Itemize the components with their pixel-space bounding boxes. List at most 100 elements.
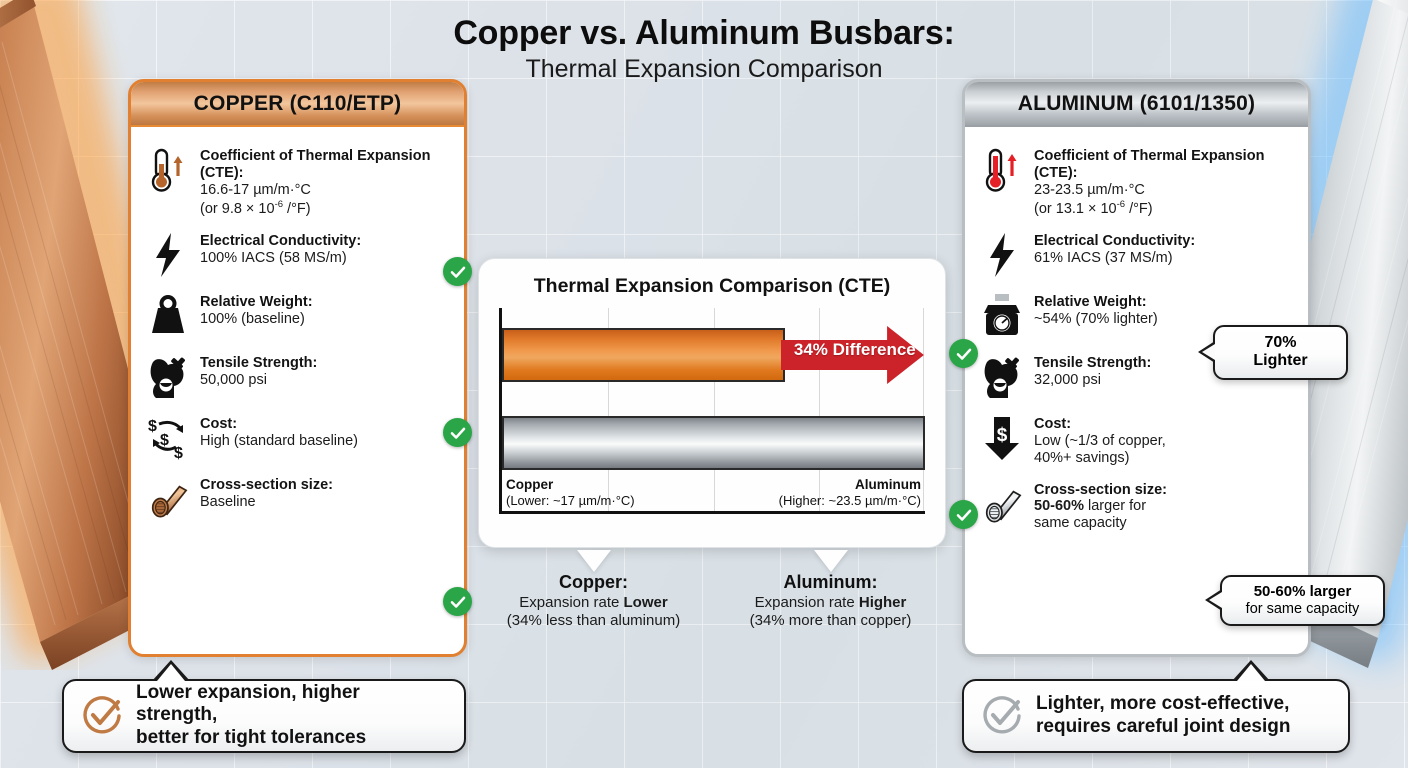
- bubble-line2: Lighter: [1253, 352, 1308, 370]
- spec-value-line1: Baseline: [200, 493, 256, 510]
- gridline: [607, 308, 609, 511]
- axis-label-name: Copper: [506, 477, 554, 493]
- axis-label-detail: (Higher: ~23.5 µm/m·°C): [778, 493, 921, 509]
- spec-label: Relative Weight:: [1034, 293, 1147, 310]
- spec-text: Tensile Strength: 50,000 psi: [200, 353, 317, 389]
- subcallout-line1: Expansion rate Higher: [754, 593, 907, 611]
- check-badge-cross-section: [443, 587, 472, 616]
- gridline: [923, 308, 925, 511]
- chart-subcallout-aluminum: Aluminum: Expansion rate Higher (34% mor…: [718, 550, 943, 631]
- bubble-line1: 70%: [1264, 334, 1297, 351]
- spec-value-line1: 32,000 psi: [1034, 371, 1101, 388]
- spec-label: Electrical Conductivity:: [1034, 232, 1196, 249]
- spec-row-cross-section: Cross-section size: 50-60% larger for sa…: [981, 475, 1294, 539]
- chart-subcallout-copper: Copper: Expansion rate Lower (34% less t…: [486, 550, 701, 631]
- subcallout-line2: (34% less than aluminum): [506, 612, 681, 630]
- subcallout-line1: Expansion rate Lower: [519, 593, 668, 611]
- bubble-line1: 50-60% larger: [1253, 583, 1352, 600]
- chart-axis-label-aluminum: Aluminum (Higher: ~23.5 µm/m·°C): [779, 477, 921, 509]
- bubble-line2: for same capacity: [1245, 600, 1360, 617]
- lightning-bolt-icon: [981, 231, 1023, 279]
- spec-value-line1: 100% IACS (58 MS/m): [200, 249, 347, 266]
- spec-label: Electrical Conductivity:: [200, 232, 362, 249]
- spec-row-tensile: Tensile Strength: 32,000 psi: [981, 348, 1294, 407]
- spec-value-line1: 50,000 psi: [200, 371, 267, 388]
- title-subtitle: Thermal Expansion Comparison: [525, 55, 883, 83]
- copper-rod-icon: [147, 475, 189, 523]
- check-badge-tensile: [443, 418, 472, 447]
- copper-panel: COPPER (C110/ETP) Coefficient of Thermal…: [128, 79, 467, 657]
- banner-notch: [1232, 660, 1270, 681]
- muscle-arm-icon: [981, 353, 1023, 401]
- spec-text: Cost: Low (~1/3 of copper, 40%+ savings): [1034, 414, 1166, 467]
- spec-label: Cost:: [1034, 415, 1072, 432]
- check-badge-cost: [949, 500, 978, 529]
- spec-row-conductivity: Electrical Conductivity: 100% IACS (58 M…: [147, 226, 450, 285]
- spec-value-line2: (or 13.1 × 10-6 /°F): [1034, 198, 1153, 217]
- gridline: [713, 308, 715, 511]
- axis-label-detail: (Lower: ~17 µm/m·°C): [506, 493, 635, 509]
- copper-panel-header: COPPER (C110/ETP): [131, 82, 464, 127]
- muscle-arm-icon: [147, 353, 189, 401]
- spec-value-line1: Low (~1/3 of copper,: [1034, 432, 1166, 449]
- difference-arrow: [781, 324, 925, 386]
- title-main: Copper vs. Aluminum Busbars:: [453, 14, 955, 52]
- copper-panel-body: Coefficient of Thermal Expansion (CTE): …: [131, 127, 464, 537]
- spec-row-weight: Relative Weight: 100% (baseline): [147, 287, 450, 346]
- spec-text: Coefficient of Thermal Expansion (CTE): …: [1034, 146, 1294, 218]
- banner-notch: [152, 660, 190, 681]
- spec-value-line1: High (standard baseline): [200, 432, 358, 449]
- callout-bubble-weight: 70% Lighter: [1198, 325, 1348, 380]
- spec-value-line1: ~54% (70% lighter): [1034, 310, 1158, 327]
- thermometer-icon: [147, 146, 189, 194]
- spec-label: Cross-section size:: [200, 476, 333, 493]
- spec-text: Cross-section size: 50-60% larger for sa…: [1034, 480, 1167, 533]
- spec-text: Tensile Strength: 32,000 psi: [1034, 353, 1151, 389]
- bubble-tail: [1198, 341, 1215, 364]
- callout-bubble-size: 50-60% larger for same capacity: [1205, 575, 1385, 626]
- banner-line1: Lower expansion, higher strength,: [136, 681, 360, 726]
- chart-axis-label-copper: Copper (Lower: ~17 µm/m·°C): [506, 477, 635, 509]
- aluminum-panel-header: ALUMINUM (6101/1350): [965, 82, 1308, 127]
- cost-down-arrow-icon: $: [981, 414, 1023, 462]
- spec-text: Electrical Conductivity: 61% IACS (37 MS…: [1034, 231, 1195, 267]
- check-badge-weight: [949, 339, 978, 368]
- spec-text: Coefficient of Thermal Expansion (CTE): …: [200, 146, 450, 218]
- circle-check-icon: [982, 695, 1022, 736]
- money-exchange-icon: $ $ $: [147, 414, 189, 462]
- banner-line2: better for tight tolerances: [136, 726, 367, 748]
- spec-value-line1: 16.6-17 µm/m·°C: [200, 181, 311, 198]
- banner-line2: requires careful joint design: [1036, 715, 1291, 737]
- spec-value-line1: 50-60% larger for: [1034, 498, 1147, 515]
- spec-row-weight: Relative Weight: ~54% (70% lighter): [981, 287, 1294, 346]
- kitchen-scale-icon: [981, 292, 1023, 340]
- subcallout-name: Aluminum:: [783, 572, 878, 592]
- spec-text: Cost: High (standard baseline): [200, 414, 358, 450]
- chart-bar-aluminum: [502, 416, 925, 470]
- banner-text: Lower expansion, higher strength, better…: [136, 682, 446, 749]
- spec-row-cte: Coefficient of Thermal Expansion (CTE): …: [981, 141, 1294, 224]
- chart-bar-copper: [502, 328, 786, 382]
- check-badge-conductivity: [443, 257, 472, 286]
- spec-label: Cost:: [200, 415, 238, 432]
- bubble-tail: [1205, 589, 1222, 612]
- spec-value-line1: 23-23.5 µm/m·°C: [1034, 181, 1145, 198]
- spec-text: Electrical Conductivity: 100% IACS (58 M…: [200, 231, 361, 267]
- difference-arrow-label: 34% Difference: [793, 340, 916, 359]
- axis-label-name: Aluminum: [855, 477, 921, 493]
- spec-label: Coefficient of Thermal Expansion (CTE):: [1034, 148, 1265, 181]
- svg-text:$: $: [997, 425, 1008, 446]
- callout-notch: [813, 550, 848, 572]
- subcallout-name: Copper:: [559, 572, 628, 592]
- banner-line1: Lighter, more cost-effective,: [1036, 693, 1290, 715]
- banner-text: Lighter, more cost-effective, requires c…: [1036, 693, 1290, 738]
- spec-text: Cross-section size: Baseline: [200, 475, 333, 511]
- spec-row-cost: $ Cost: Low (~1/3 of copper, 40%+ saving…: [981, 409, 1294, 473]
- lightning-bolt-icon: [147, 231, 189, 279]
- spec-label: Cross-section size:: [1034, 481, 1167, 498]
- svg-text:$: $: [148, 418, 157, 435]
- spec-value-line2: (or 9.8 × 10-6 /°F): [200, 198, 311, 217]
- chart-title: Thermal Expansion Comparison (CTE): [533, 275, 891, 297]
- aluminum-rod-icon: [981, 480, 1023, 528]
- circle-check-icon: [82, 695, 122, 736]
